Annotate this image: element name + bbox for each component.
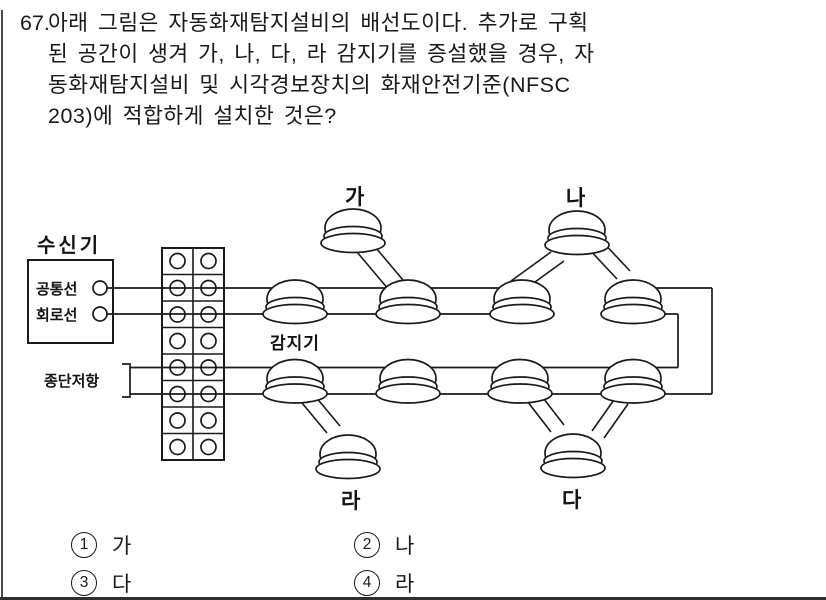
question-line: 된 공간이 생겨 가, 나, 다, 라 감지기를 증설했을 경우, 자 — [48, 42, 595, 66]
detector-da — [540, 433, 606, 479]
question-line: 203)에 적합하게 설치한 것은? — [48, 104, 337, 128]
question-line: 아래 그림은 자동화재탐지설비의 배선도이다. 추가로 구획 — [48, 11, 589, 35]
receiver-label: 수신기 — [37, 234, 101, 257]
choice-1[interactable]: 1 가 — [71, 530, 131, 560]
end-resistor-label: 종단저항 — [44, 373, 99, 390]
circuit-line-label: 회로선 — [36, 307, 77, 324]
detector-dome — [487, 358, 553, 404]
detector-ra — [315, 434, 381, 480]
question-number: 67. — [20, 11, 50, 35]
choice-3[interactable]: 3 다 — [71, 568, 131, 598]
choice-3-label: 다 — [112, 573, 132, 596]
label-na: 나 — [566, 187, 586, 210]
detector-dome — [600, 358, 666, 404]
choice-1-number: 1 — [71, 532, 97, 558]
detector-dome — [262, 279, 328, 325]
page-bottom-border — [0, 597, 826, 600]
terminal-block — [161, 247, 225, 461]
detector-dome — [375, 358, 441, 404]
detector-dome — [489, 279, 555, 325]
detector-na — [544, 210, 610, 256]
circuit-terminal — [92, 306, 108, 322]
choice-1-label: 가 — [112, 535, 132, 558]
choice-2[interactable]: 2 나 — [354, 530, 414, 560]
wiring-diagram: 수신기 공통선 회로선 — [27, 186, 713, 513]
label-ga: 가 — [345, 186, 365, 209]
label-ra: 라 — [341, 490, 361, 513]
label-da: 다 — [562, 489, 582, 512]
question-line: 동화재탐지설비 및 시각경보장치의 화재안전기준(NFSC — [48, 73, 571, 97]
common-terminal — [92, 280, 108, 296]
end-resistor-bracket — [122, 363, 131, 398]
choice-2-number: 2 — [354, 532, 380, 558]
receiver-box: 수신기 공통선 회로선 — [27, 234, 114, 344]
choice-2-label: 나 — [395, 535, 415, 558]
detector-dome — [375, 279, 441, 325]
choice-3-number: 3 — [71, 570, 97, 596]
loop-detectors — [262, 279, 666, 404]
common-line-label: 공통선 — [36, 281, 77, 298]
detector-label: 감지기 — [270, 334, 320, 353]
detector-dome — [262, 358, 328, 404]
choice-4-number: 4 — [354, 570, 380, 596]
choice-4-label: 라 — [395, 573, 415, 596]
choice-4[interactable]: 4 라 — [354, 568, 414, 598]
detector-ga — [320, 208, 386, 254]
page-left-border — [1, 10, 3, 600]
question-text: 아래 그림은 자동화재탐지설비의 배선도이다. 추가로 구획 된 공간이 생겨 … — [48, 8, 808, 132]
detector-dome — [600, 279, 666, 325]
